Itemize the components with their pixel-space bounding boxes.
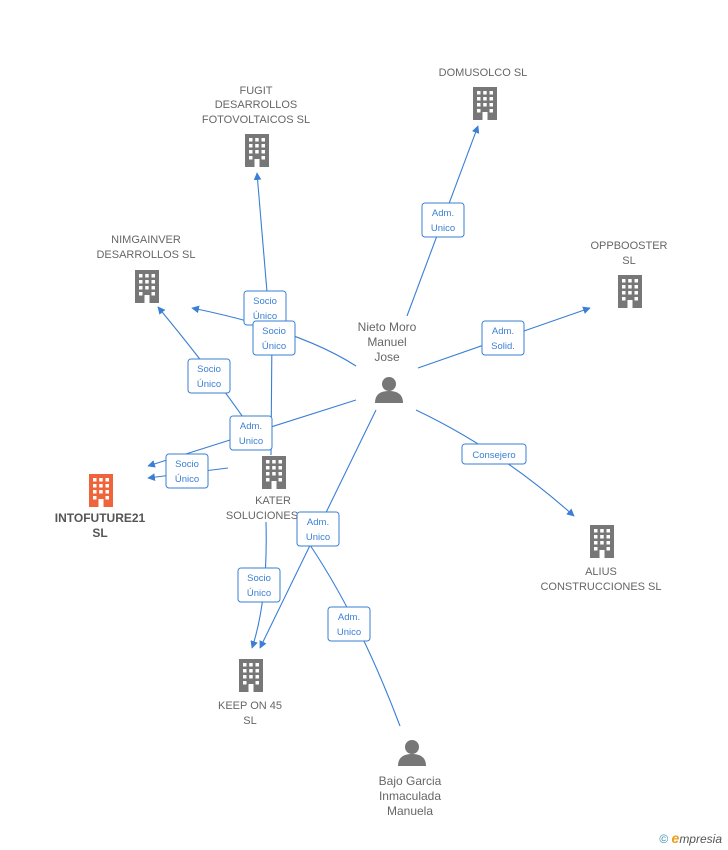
edge-label-line: Unico xyxy=(239,436,263,447)
edge-label-line: Socio xyxy=(253,296,277,307)
copyright-icon: © xyxy=(659,832,669,846)
footer-brand[interactable]: © empresia xyxy=(659,830,722,846)
building-icon xyxy=(89,474,113,507)
edge-label-line: Unico xyxy=(306,532,330,543)
edge-label-line: Único xyxy=(262,341,286,352)
building-icon xyxy=(473,87,497,120)
edge-label-e11[interactable]: Adm. Unico xyxy=(327,606,371,642)
edge-label-line: Socio xyxy=(175,459,199,470)
node-keepon[interactable]: KEEP ON 45 SL xyxy=(218,659,282,727)
node-label: CONSTRUCCIONES SL xyxy=(540,581,661,593)
edge-label-line: Socio xyxy=(262,326,286,337)
edge-label-line: Consejero xyxy=(472,450,515,461)
node-nimgainver[interactable]: NIMGAINVER DESARROLLOS SL xyxy=(96,234,196,303)
node-label: KATER xyxy=(255,495,291,507)
person-icon xyxy=(375,377,403,403)
node-label: DOMUSOLCO SL xyxy=(439,67,528,79)
edge-label-line: Adm. xyxy=(240,421,262,432)
node-bajo[interactable]: Bajo Garcia Inmaculada Manuela xyxy=(379,740,442,818)
node-label: SOLUCIONES xyxy=(226,510,298,522)
node-label: Jose xyxy=(374,350,400,364)
node-intofuture[interactable]: INTOFUTURE21 SL xyxy=(55,474,146,540)
edge-label-line: Solid. xyxy=(491,341,515,352)
node-label: KEEP ON 45 xyxy=(218,700,282,712)
edge-label-e1[interactable]: Adm. Unico xyxy=(421,202,465,238)
node-alius[interactable]: ALIUS CONSTRUCCIONES SL xyxy=(540,525,662,593)
node-label: Bajo Garcia xyxy=(379,774,442,788)
building-icon xyxy=(239,659,263,692)
edge-label-line: Unico xyxy=(337,627,361,638)
edge-label-e8[interactable]: Consejero xyxy=(461,443,527,465)
edge-label-line: Adm. xyxy=(492,326,514,337)
edge-label-line: Socio xyxy=(247,573,271,584)
building-icon xyxy=(245,134,269,167)
edge-label-line: Único xyxy=(247,588,271,599)
node-label: Nieto Moro xyxy=(358,320,417,334)
edge-label-e10[interactable]: Socio Único xyxy=(237,567,281,603)
node-label: Manuela xyxy=(387,804,433,818)
node-label: DESARROLLOS SL xyxy=(96,249,195,261)
edge-label-e2[interactable]: Socio Único xyxy=(243,290,287,326)
edge-label-e9[interactable]: Adm. Unico xyxy=(296,511,340,547)
node-label: FUGIT xyxy=(240,85,273,97)
building-icon xyxy=(262,456,286,489)
person-icon xyxy=(398,740,426,766)
node-label: ALIUS xyxy=(585,566,617,578)
brand-logo-text: mpresia xyxy=(679,832,722,846)
edge-label-e4[interactable]: Socio Único xyxy=(187,358,231,394)
edge-fugit-link xyxy=(253,172,268,293)
edge-label-line: Adm. xyxy=(338,612,360,623)
edge-label-line: Socio xyxy=(197,364,221,375)
edge-label-line: Unico xyxy=(431,223,455,234)
node-label: INTOFUTURE21 xyxy=(55,511,146,525)
node-label: SL xyxy=(622,255,635,267)
building-icon xyxy=(590,525,614,558)
node-label: SL xyxy=(92,526,107,540)
edge-label-e7[interactable]: Socio Único xyxy=(165,453,209,489)
node-domusolco[interactable]: DOMUSOLCO SL xyxy=(439,67,528,120)
edge-label-e3[interactable]: Socio Único xyxy=(252,320,296,356)
edge-label-e6[interactable]: Adm. Unico xyxy=(229,415,273,451)
node-fugit[interactable]: FUGIT DESARROLLOS FOTOVOLTAICOS SL xyxy=(202,85,310,167)
node-kater[interactable]: KATER SOLUCIONES xyxy=(226,456,298,522)
node-label: Manuel xyxy=(367,335,406,349)
edge-label-line: Único xyxy=(253,311,277,322)
edge-label-e5[interactable]: Adm. Solid. xyxy=(481,320,525,356)
building-icon xyxy=(135,270,159,303)
node-label: SL xyxy=(243,715,256,727)
node-label: OPPBOOSTER xyxy=(590,240,667,252)
edge-label-line: Adm. xyxy=(432,208,454,219)
brand-logo-initial: e xyxy=(671,830,680,846)
node-oppbooster[interactable]: OPPBOOSTER SL xyxy=(590,240,668,308)
building-icon xyxy=(618,275,642,308)
edge-label-line: Único xyxy=(197,379,221,390)
node-label: NIMGAINVER xyxy=(111,234,181,246)
node-label: FOTOVOLTAICOS SL xyxy=(202,114,310,126)
node-label: DESARROLLOS xyxy=(215,99,298,111)
node-label: Inmaculada xyxy=(379,789,441,803)
node-nieto[interactable]: Nieto Moro Manuel Jose xyxy=(358,320,417,403)
edge-label-line: Adm. xyxy=(307,517,329,528)
edge-label-line: Único xyxy=(175,474,199,485)
